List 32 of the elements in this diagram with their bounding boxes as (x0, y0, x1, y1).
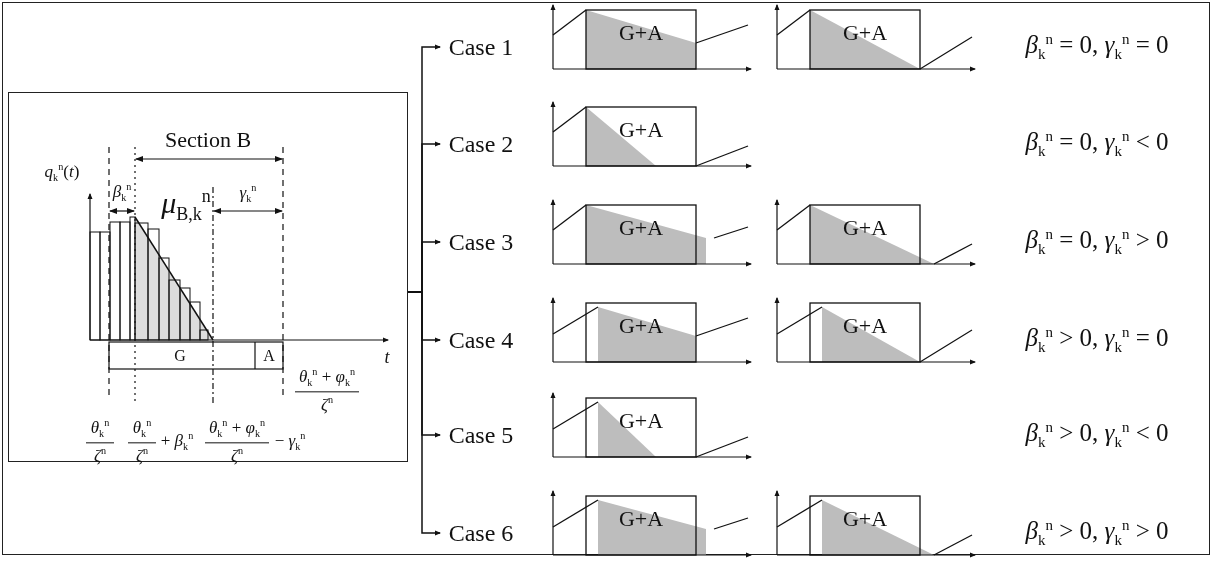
segment-label: G (174, 347, 186, 365)
case-label: Case 1 (448, 33, 514, 61)
arrow (407, 291, 441, 536)
plot-label: G+A (842, 20, 888, 46)
plot-label: G+A (618, 408, 664, 434)
section-title: Section B (164, 127, 252, 153)
fraction-denominator: ζ$^{n}$ (205, 442, 269, 466)
condition-formula: β$_{k}$$^{n}$ > 0, γ$_{k}$$^{n}$ = 0 (1025, 324, 1169, 356)
fraction-denominator: ζ$^{n}$ (86, 442, 114, 466)
case-label: Case 5 (448, 421, 514, 449)
axis-label: t (384, 348, 390, 368)
plot-label: G+A (618, 313, 664, 339)
condition-formula: β$_{k}$$^{n}$ > 0, γ$_{k}$$^{n}$ < 0 (1025, 419, 1169, 451)
condition-formula: β$_{k}$$^{n}$ = 0, γ$_{k}$$^{n}$ = 0 (1025, 31, 1169, 63)
case-label: Case 3 (448, 228, 514, 256)
fraction-denominator: ζ$^{n}$ (128, 442, 156, 466)
case-label: Case 6 (448, 519, 514, 547)
plot-label: G+A (842, 313, 888, 339)
plot-label: G+A (842, 506, 888, 532)
condition-formula: β$_{k}$$^{n}$ = 0, γ$_{k}$$^{n}$ < 0 (1025, 128, 1169, 160)
segment-label: A (263, 347, 275, 365)
plot-label: G+A (618, 215, 664, 241)
case-label: Case 2 (448, 130, 514, 158)
fraction-denominator: ζ$^{n}$ (295, 391, 359, 415)
plot-label: G+A (618, 117, 664, 143)
condition-formula: β$_{k}$$^{n}$ = 0, γ$_{k}$$^{n}$ > 0 (1025, 226, 1169, 258)
condition-formula: β$_{k}$$^{n}$ > 0, γ$_{k}$$^{n}$ > 0 (1025, 517, 1169, 549)
plot-label: G+A (618, 20, 664, 46)
case-label: Case 4 (448, 326, 514, 354)
plot-label: G+A (618, 506, 664, 532)
plot-label: G+A (842, 215, 888, 241)
axis-label: q$_{k}$$^{n}$(t) (44, 160, 80, 184)
